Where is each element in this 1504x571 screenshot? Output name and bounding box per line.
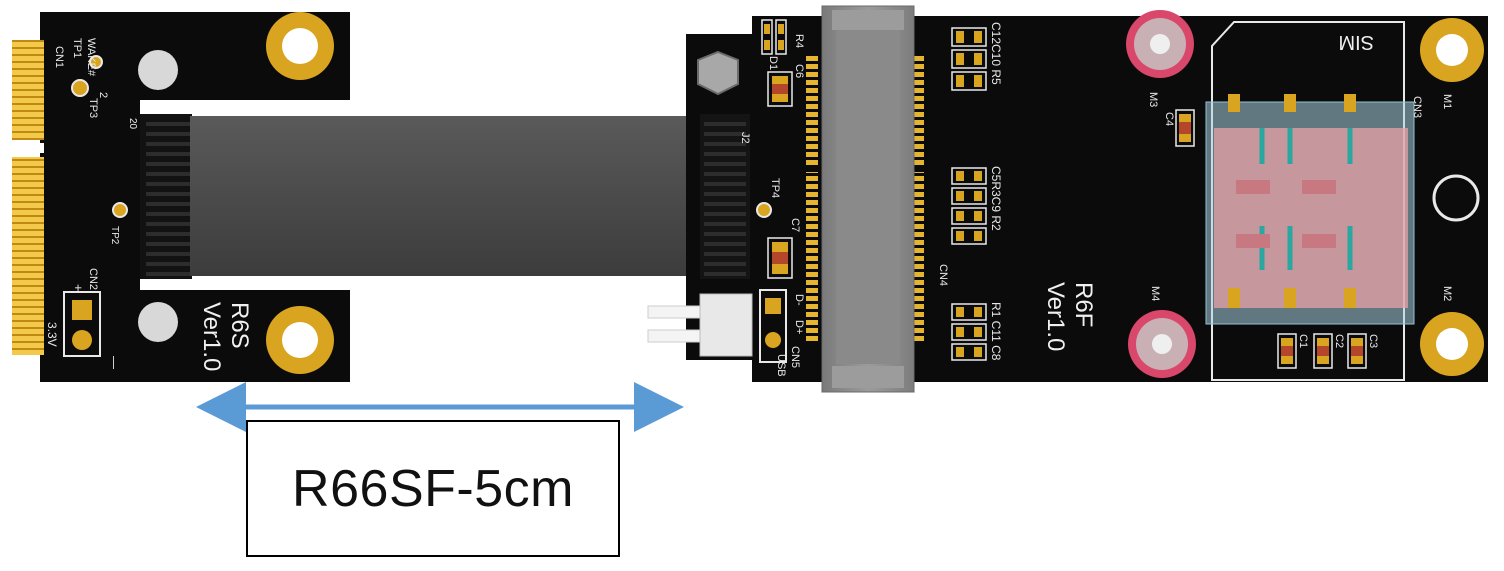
pin20-label: 20 xyxy=(127,118,138,130)
component-group-c12-c10-r5 xyxy=(951,27,987,91)
left-edge-fingers-bottom xyxy=(12,157,44,355)
c6-label: C6 xyxy=(793,64,805,78)
m2-mount-hole xyxy=(1420,312,1484,376)
tp2-label: TP2 xyxy=(109,226,120,245)
right-pcb-board: R4 D1 C6 J2 TP4 C7 D- D+ CN5 USB CN4 C12… xyxy=(647,5,1488,393)
component-group-r1-c11-c8 xyxy=(951,303,987,361)
m1-label: M1 xyxy=(1441,94,1453,109)
m2-slot-cn4 xyxy=(806,5,924,393)
cn2-label: CN2 xyxy=(87,268,99,290)
sim-label: SIM xyxy=(1338,31,1374,53)
m1-mount-hole xyxy=(1420,18,1484,82)
tp4-label: TP4 xyxy=(769,178,781,198)
m4-standoff xyxy=(1128,310,1196,378)
c4-label: C4 xyxy=(1163,112,1175,126)
c1-label: C1 xyxy=(1297,334,1309,348)
m4-label: M4 xyxy=(1149,286,1161,301)
usb-wire-connector xyxy=(647,293,753,357)
left-edge-fingers-top xyxy=(12,40,44,140)
d1-label: D1 xyxy=(767,56,779,70)
component-group-c5-r3-c9-r2 xyxy=(951,167,987,245)
r1-c11-c8-label: R1 C11 C8 xyxy=(989,302,1003,361)
m3-standoff xyxy=(1126,10,1194,78)
wake-label: WAKE# xyxy=(85,38,97,77)
cn1-label: CN1 xyxy=(53,46,65,68)
c12-c10-r5-label: C12C10 R5 xyxy=(989,22,1003,85)
cn3-label: CN3 xyxy=(1411,96,1423,118)
r4-label: R4 xyxy=(793,34,805,48)
cn2-power-header xyxy=(63,291,101,357)
tp1-label: TP1 xyxy=(71,38,83,58)
cn4-label: CN4 xyxy=(937,264,949,286)
left-board-name: R6S xyxy=(226,302,253,349)
m3-label: M3 xyxy=(1147,92,1159,107)
caption-box: R66SF-5cm xyxy=(246,420,620,557)
alignment-circle xyxy=(1432,174,1480,222)
usb-label: USB xyxy=(775,354,787,377)
pin2-label: 2 xyxy=(97,92,109,98)
left-standoff-bottom xyxy=(138,302,178,342)
c2-label: C2 xyxy=(1333,334,1345,348)
right-board-version: Ver1.0 xyxy=(1042,282,1069,351)
sim-card-holder xyxy=(1205,21,1415,381)
hex-standoff xyxy=(697,50,739,96)
voltage-label: 3.3V xyxy=(45,322,59,347)
tp1-pad xyxy=(89,55,103,69)
caption-text: R66SF-5cm xyxy=(292,459,574,518)
plus-label: + xyxy=(71,284,86,292)
left-pcb-board: CN1 WAKE# TP1 2 TP3 TP2 20 1 CN2 + 3.3V … xyxy=(12,12,350,382)
minus-label: — xyxy=(107,356,122,369)
cn5-label: CN5 xyxy=(789,346,801,368)
tp4-pad xyxy=(756,202,772,218)
c1-c2-c3-components xyxy=(1277,333,1367,369)
c6-component xyxy=(767,71,793,107)
left-mount-hole-top xyxy=(266,12,334,80)
cn5-pads xyxy=(759,289,787,363)
c7-label: C7 xyxy=(789,218,801,232)
tp3-label: TP3 xyxy=(87,98,99,118)
m2-label: M2 xyxy=(1441,286,1453,301)
c5-r3-c9-r2-label: C5R3C9 R2 xyxy=(989,166,1003,231)
dplus-label: D+ xyxy=(793,320,805,334)
flex-ribbon-cable xyxy=(190,116,710,276)
right-board-name: R6F xyxy=(1070,282,1097,327)
c4-component xyxy=(1175,109,1195,147)
dminus-label: D- xyxy=(793,294,805,306)
left-board-version: Ver1.0 xyxy=(198,302,225,371)
tp3-pad xyxy=(71,79,89,97)
left-mount-hole-bottom xyxy=(266,306,334,374)
j2-label: J2 xyxy=(739,132,751,144)
c7-component xyxy=(767,237,793,279)
r4-pads xyxy=(761,19,787,55)
left-standoff-top xyxy=(138,50,178,90)
tp2-pad xyxy=(112,202,128,218)
c3-label: C3 xyxy=(1367,334,1379,348)
